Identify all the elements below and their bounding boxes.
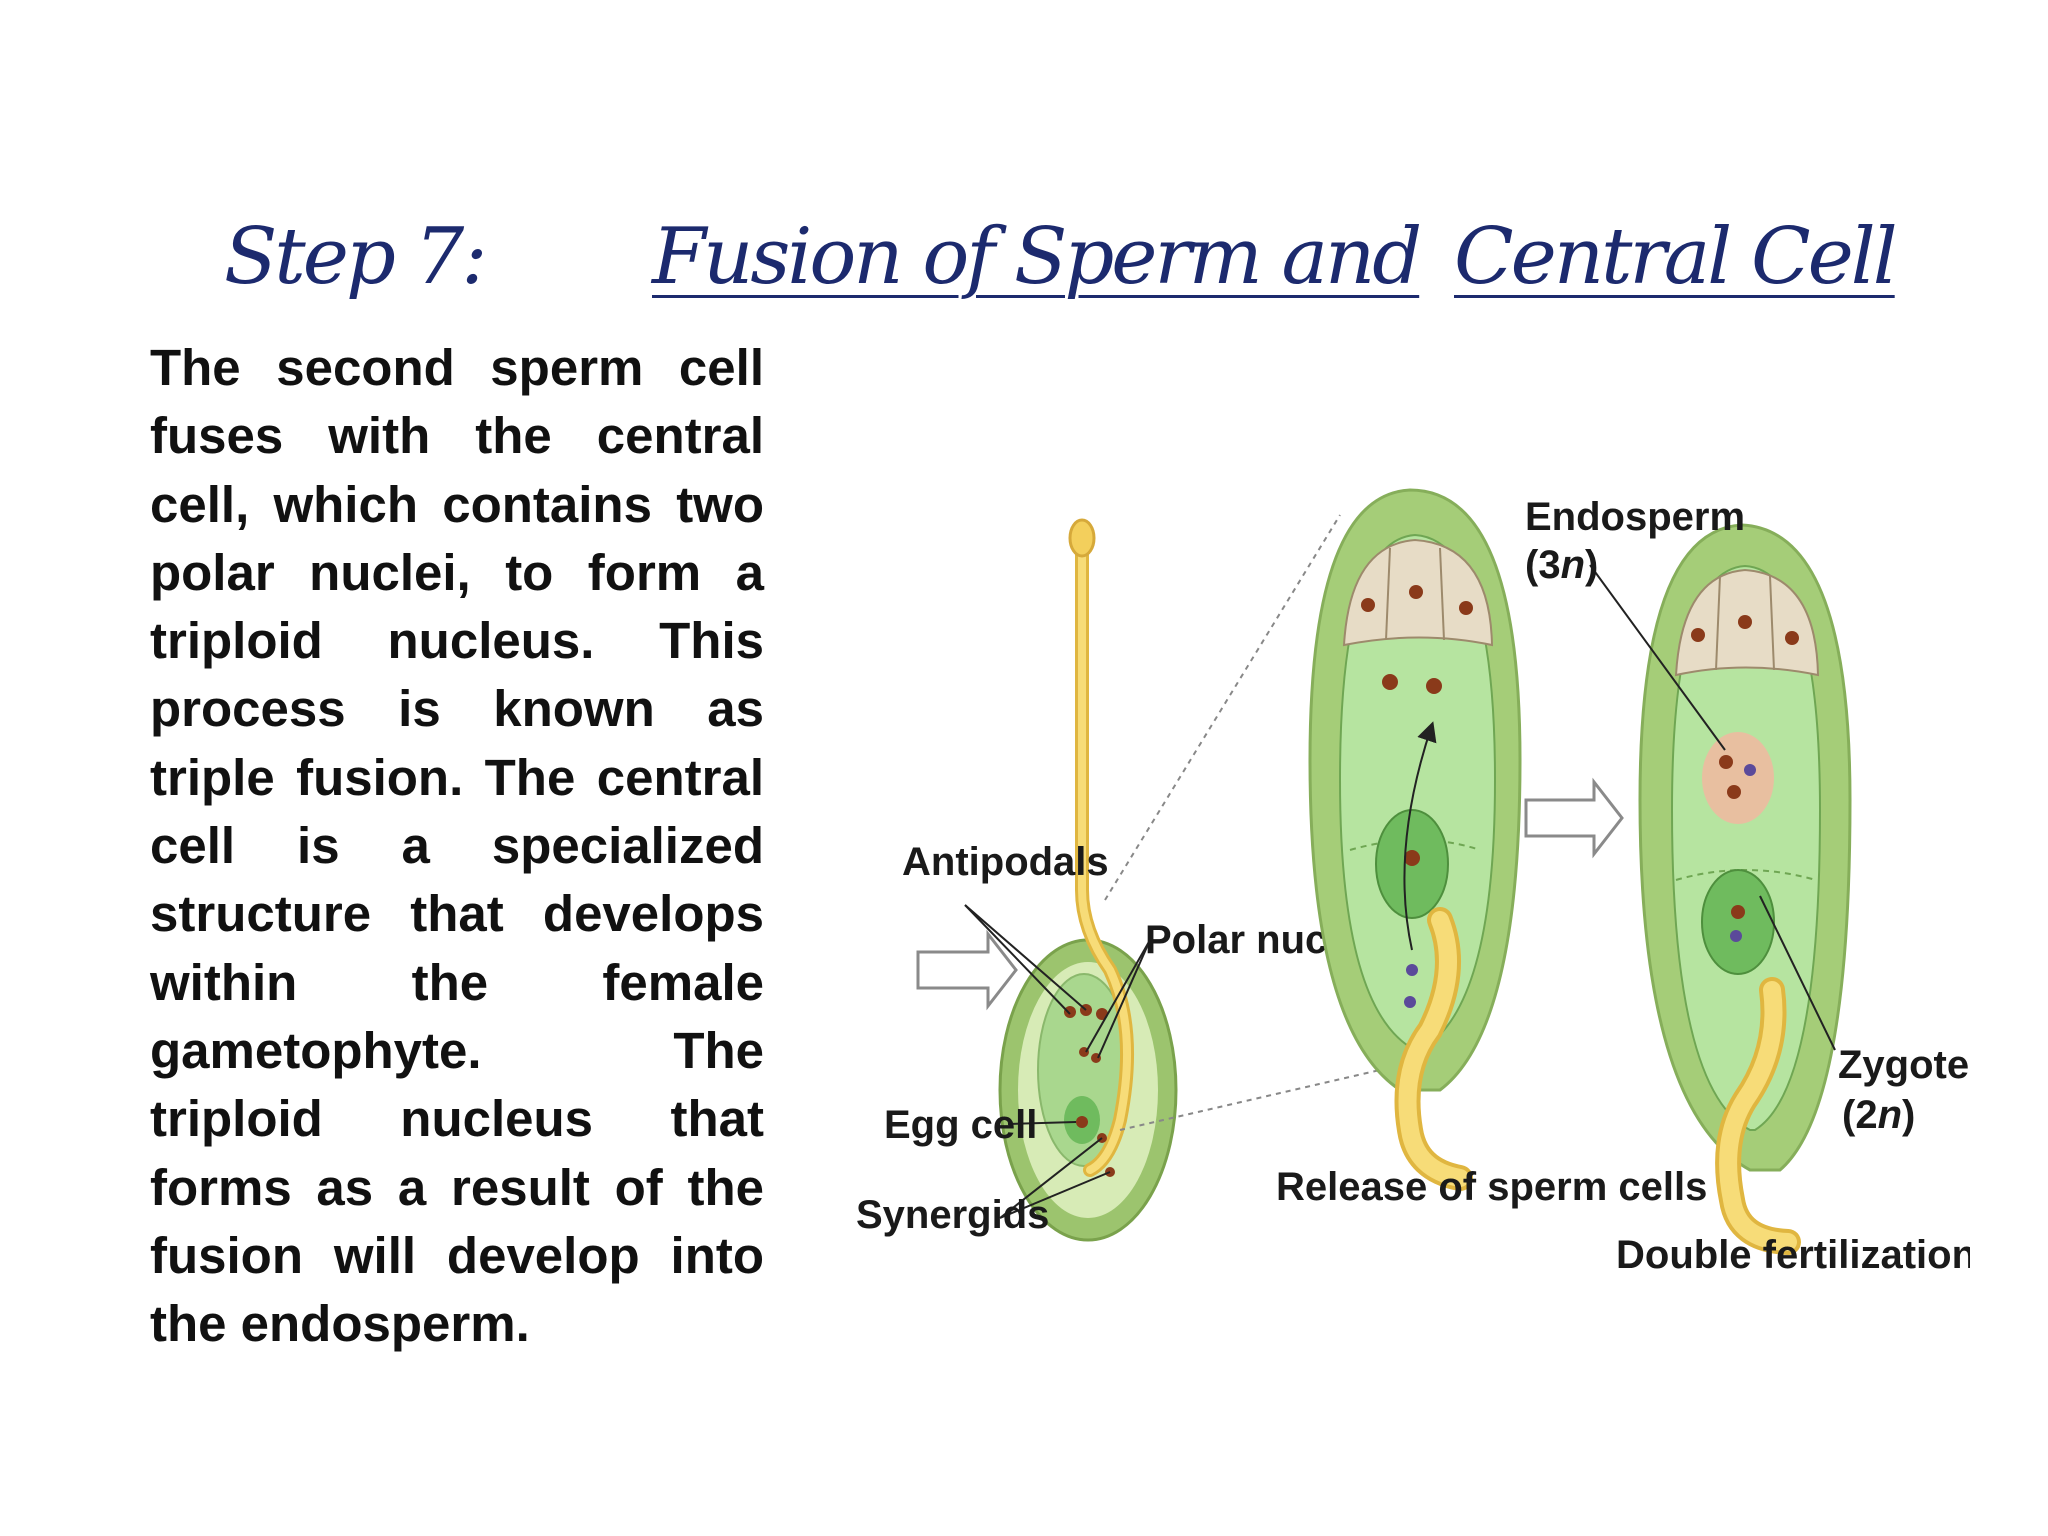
label-egg-cell: Egg cell — [884, 1103, 1037, 1147]
step-label: Step 7: — [224, 212, 488, 302]
pollen-grain-tip — [1068, 518, 1096, 558]
double-fertilization-figure: Antipodals Polar nuclei Egg cell Synergi… — [820, 330, 1970, 1330]
endosperm-nucleus — [1702, 732, 1774, 824]
label-endosperm-ploidy: (3n) — [1525, 543, 1598, 587]
title-part-2: Central Cell — [1454, 212, 1898, 302]
hollow-arrow-middle — [1524, 777, 1624, 859]
label-endosperm: Endosperm — [1525, 495, 1745, 539]
label-double-fertilization: Double fertilization — [1616, 1233, 1970, 1277]
zygote-cell — [1701, 869, 1775, 975]
central-cell-2 — [1338, 533, 1497, 1051]
hollow-arrow-left — [916, 929, 1018, 1011]
label-zygote-ploidy: (2n) — [1842, 1093, 1915, 1137]
body-paragraph: The second sperm cell fuses with the cen… — [150, 339, 764, 1353]
slide-title: Step 7: Fusion of Sperm and Central Cell — [0, 212, 2048, 312]
title-part-1: Fusion of Sperm and — [652, 212, 1422, 302]
figure-svg: Antipodals Polar nuclei Egg cell Synergi… — [856, 488, 1970, 1277]
ovule-panel-2 — [1308, 488, 1522, 1191]
ovule-panel-1 — [916, 514, 1381, 1242]
label-synergids: Synergids — [856, 1193, 1049, 1237]
label-zygote: Zygote — [1838, 1043, 1969, 1087]
ovule-panel-3 — [1589, 523, 1852, 1255]
label-release-sperm: Release of sperm cells — [1276, 1165, 1707, 1209]
label-antipodals: Antipodals — [902, 840, 1109, 884]
